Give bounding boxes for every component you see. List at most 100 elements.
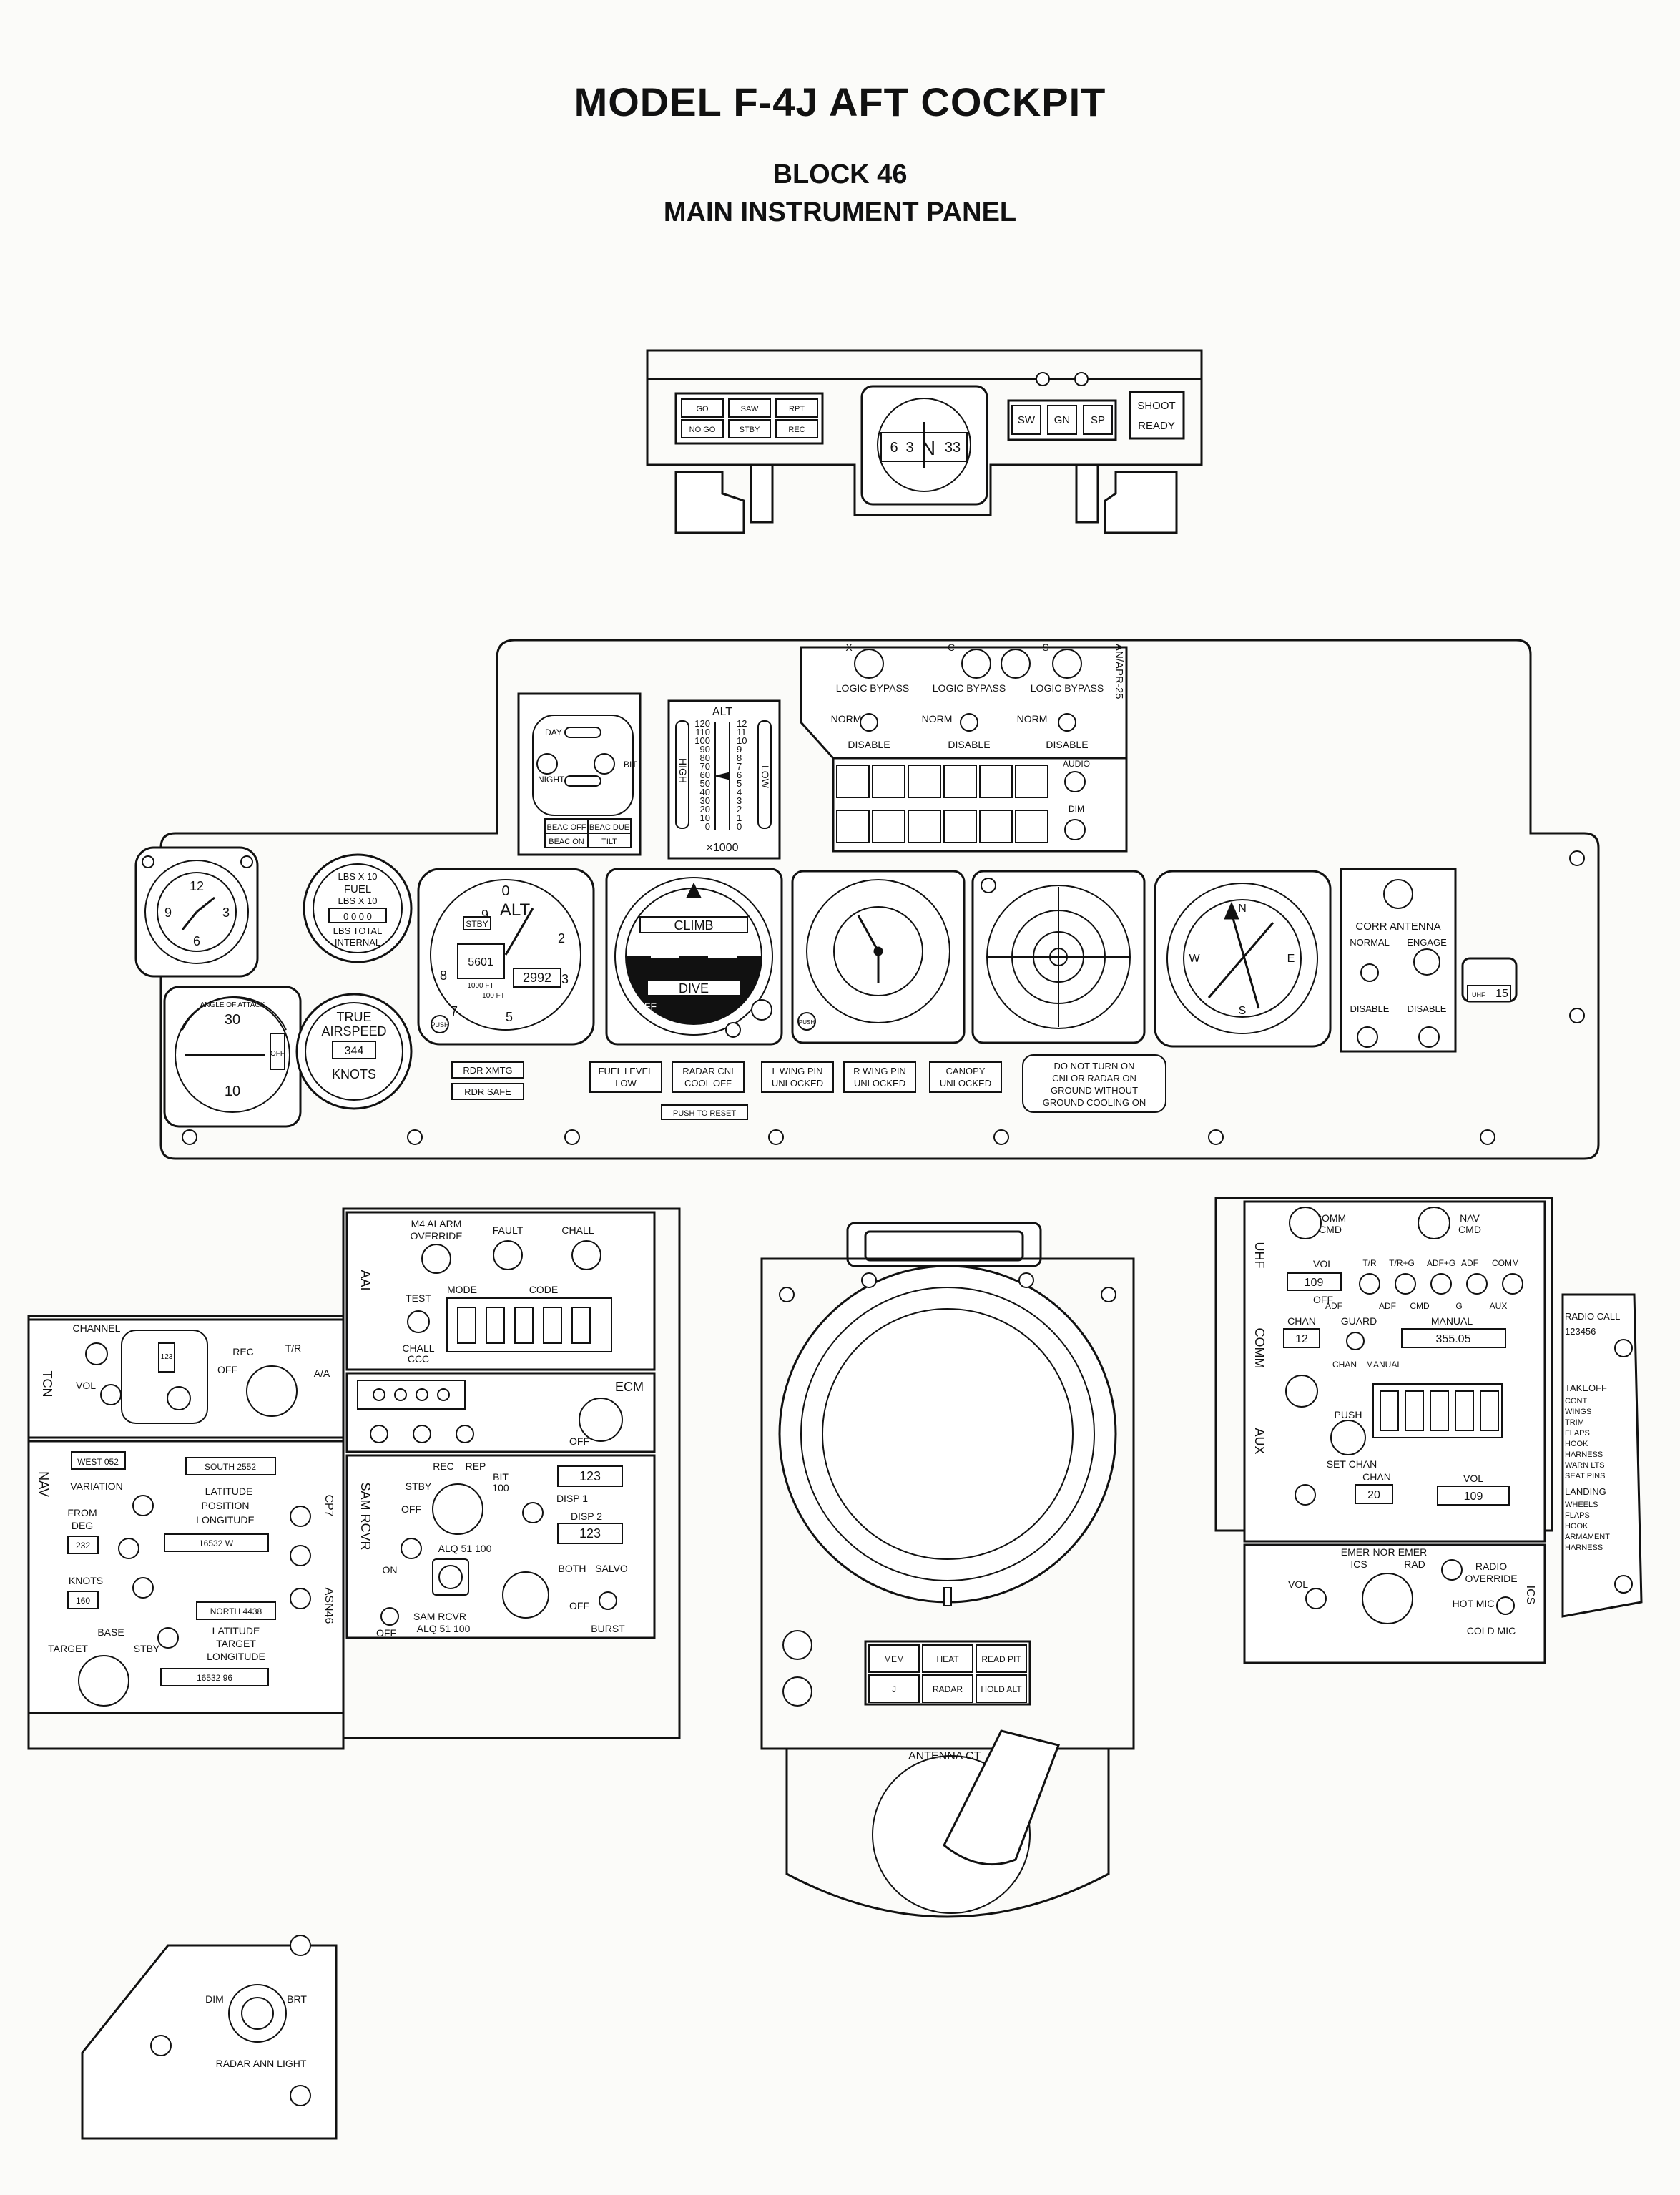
svg-text:0: 0 xyxy=(737,821,742,832)
saw-light: SAW xyxy=(741,405,759,413)
ics-mode-knob[interactable] xyxy=(1362,1573,1413,1624)
r-wing-pin-light[interactable] xyxy=(843,1061,916,1093)
svg-text:STBY: STBY xyxy=(134,1643,160,1654)
ecm-mode-knob[interactable] xyxy=(579,1398,623,1442)
knob-icon[interactable] xyxy=(118,1538,139,1559)
clock-knob[interactable] xyxy=(240,855,253,868)
test-button[interactable] xyxy=(407,1310,430,1333)
toggle-switch[interactable] xyxy=(380,1607,399,1626)
s-logic-button[interactable] xyxy=(1052,649,1082,679)
m4-alarm-override-button[interactable] xyxy=(421,1244,451,1274)
set-chan-button[interactable] xyxy=(1330,1420,1366,1455)
mode-button[interactable] xyxy=(1430,1273,1452,1295)
svg-text:CANOPY: CANOPY xyxy=(946,1066,986,1076)
antenna-hand-control[interactable] xyxy=(943,1729,1060,1866)
ics-vol-knob[interactable] xyxy=(1305,1588,1327,1609)
channel-select-knob[interactable] xyxy=(1285,1375,1318,1408)
svg-text:160: 160 xyxy=(76,1596,90,1606)
canopy-light[interactable] xyxy=(929,1061,1002,1093)
svg-text:WINGS: WINGS xyxy=(1565,1408,1591,1416)
svg-text:WARN LTS: WARN LTS xyxy=(1565,1461,1605,1470)
toggle-switch-c[interactable] xyxy=(960,713,978,732)
svg-text:3: 3 xyxy=(222,905,230,920)
svg-text:80: 80 xyxy=(700,752,710,763)
sw-button[interactable] xyxy=(1011,405,1041,435)
svg-text:UHF: UHF xyxy=(1472,991,1485,998)
knob-icon[interactable] xyxy=(1036,372,1050,386)
toggle-switch[interactable] xyxy=(413,1425,431,1443)
svg-text:LBS X 10: LBS X 10 xyxy=(338,871,378,882)
mode-button[interactable] xyxy=(1359,1273,1380,1295)
channel-selector-knob[interactable] xyxy=(167,1386,191,1410)
bit-button[interactable] xyxy=(594,753,615,775)
sp-button[interactable] xyxy=(1083,405,1113,435)
hot-mic-toggle[interactable] xyxy=(1496,1596,1515,1615)
svg-text:20: 20 xyxy=(700,804,710,815)
clock-knob[interactable] xyxy=(142,855,154,868)
left-grip[interactable] xyxy=(674,471,745,534)
svg-text:ENGAGE: ENGAGE xyxy=(1407,937,1447,948)
volume-knob[interactable] xyxy=(100,1384,122,1405)
right-grip[interactable] xyxy=(1104,471,1178,534)
mode-button[interactable] xyxy=(1395,1273,1416,1295)
knob-icon[interactable] xyxy=(1074,372,1089,386)
svg-text:OFF: OFF xyxy=(401,1503,421,1515)
salvo-toggle[interactable] xyxy=(599,1591,617,1610)
knob-icon[interactable] xyxy=(157,1627,179,1649)
engage-button[interactable] xyxy=(1413,948,1440,976)
radio-override-button[interactable] xyxy=(1441,1559,1463,1581)
svg-text:100: 100 xyxy=(694,735,710,746)
toggle-switch[interactable] xyxy=(370,1425,388,1443)
knob-icon[interactable] xyxy=(536,753,558,775)
radar-cni-light[interactable] xyxy=(672,1061,745,1093)
nav-mode-knob[interactable] xyxy=(78,1655,129,1707)
knob-icon[interactable] xyxy=(522,1502,544,1523)
mode-button[interactable] xyxy=(1502,1273,1523,1295)
svg-text:MANUAL: MANUAL xyxy=(1431,1315,1473,1327)
knob-icon[interactable] xyxy=(290,1506,311,1527)
knob-icon xyxy=(150,2035,172,2056)
vol-knob[interactable] xyxy=(438,1565,463,1589)
svg-text:VOL: VOL xyxy=(1463,1473,1483,1484)
knob-icon[interactable] xyxy=(290,1588,311,1609)
l-wing-pin-light[interactable] xyxy=(761,1061,834,1093)
knob-icon[interactable] xyxy=(981,878,996,893)
fuel-level-light[interactable] xyxy=(589,1061,662,1093)
gn-button[interactable] xyxy=(1047,405,1077,435)
baro-set-knob[interactable] xyxy=(431,1015,449,1033)
normal-toggle[interactable] xyxy=(1360,963,1379,982)
index-knob[interactable] xyxy=(797,1012,816,1031)
svg-text:COMM: COMM xyxy=(1252,1328,1267,1369)
pitch-trim-knob[interactable] xyxy=(751,999,772,1021)
clock: 12 6 9 3 xyxy=(134,846,259,978)
aux-knob[interactable] xyxy=(1295,1484,1316,1506)
knob-icon[interactable] xyxy=(132,1577,154,1599)
svg-text:ALQ 51 100: ALQ 51 100 xyxy=(417,1623,471,1634)
mode-button[interactable] xyxy=(1466,1273,1488,1295)
svg-text:9: 9 xyxy=(164,905,172,920)
toggle-switch-s[interactable] xyxy=(1058,713,1076,732)
svg-text:DISP 1: DISP 1 xyxy=(556,1493,588,1504)
knob-icon[interactable] xyxy=(132,1495,154,1516)
c-logic-button[interactable] xyxy=(961,649,991,679)
svg-text:10: 10 xyxy=(225,1084,240,1099)
toggle-switch-x[interactable] xyxy=(860,713,878,732)
sam-mode-knob[interactable] xyxy=(432,1483,483,1535)
dim-knob[interactable] xyxy=(1064,819,1086,840)
svg-text:9: 9 xyxy=(737,744,742,755)
channel-knob[interactable] xyxy=(85,1342,108,1365)
knob-icon[interactable] xyxy=(1418,1026,1440,1048)
tacan-mode-knob[interactable] xyxy=(246,1365,298,1417)
svg-text:CCC: CCC xyxy=(408,1353,429,1365)
svg-text:ANTENNA CT: ANTENNA CT xyxy=(908,1750,981,1762)
knob-icon[interactable] xyxy=(401,1538,422,1559)
x-logic-button[interactable] xyxy=(854,649,884,679)
toggle-switch[interactable] xyxy=(456,1425,474,1443)
knob-icon[interactable] xyxy=(725,1022,741,1038)
knob-icon[interactable] xyxy=(290,1545,311,1566)
guard-toggle[interactable] xyxy=(1346,1332,1365,1350)
disp-knob[interactable] xyxy=(502,1571,549,1619)
audio-knob[interactable] xyxy=(1064,771,1086,792)
svg-text:16532 96: 16532 96 xyxy=(197,1673,232,1683)
knob-icon[interactable] xyxy=(1357,1026,1378,1048)
